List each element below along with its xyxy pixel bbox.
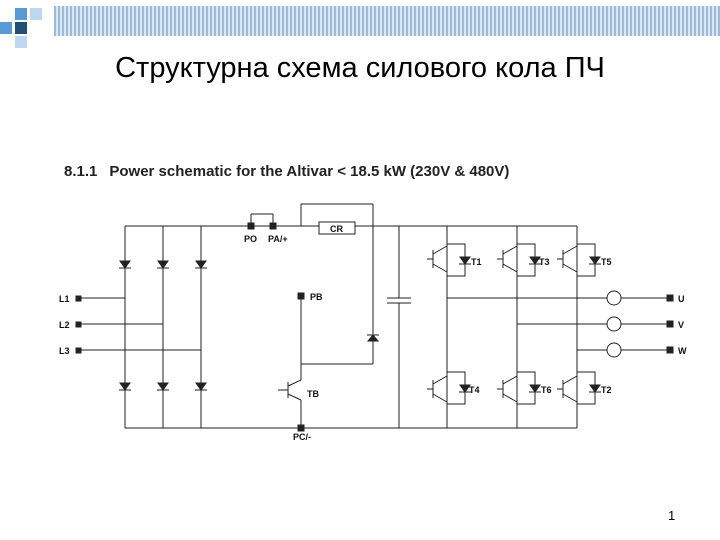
header-stripe-band <box>54 6 720 36</box>
schematic-heading: 8.1.1 Power schematic for the Altivar < 1… <box>64 163 509 180</box>
igbt-icon <box>557 243 601 277</box>
label-T5: T5 <box>601 257 612 267</box>
label-PO: PO <box>244 234 257 244</box>
label-W: W <box>678 346 687 356</box>
corner-square <box>0 22 12 34</box>
label-L2: L2 <box>59 320 70 330</box>
label-U: U <box>678 294 685 304</box>
label-L3: L3 <box>59 346 70 356</box>
diode-icon <box>157 382 169 391</box>
dc-capacitor <box>387 226 411 428</box>
igbt-icon <box>557 371 601 405</box>
diode-icon <box>119 260 131 269</box>
slide-title: Структурна схема силового кола ПЧ <box>115 52 605 84</box>
input-terminals <box>75 295 201 354</box>
charge-relay <box>300 203 374 235</box>
diode-icon <box>195 260 207 269</box>
output-terminals <box>606 290 674 358</box>
corner-square <box>15 8 27 20</box>
brake-circuit <box>278 226 380 432</box>
igbt-icon <box>427 243 471 277</box>
corner-decoration <box>0 8 42 48</box>
label-T4: T4 <box>469 385 480 395</box>
section-number: 8.1.1 <box>64 163 98 180</box>
label-T3: T3 <box>539 257 550 267</box>
label-TB: TB <box>307 389 319 399</box>
igbt-icon <box>427 371 471 405</box>
heading-text: Power schematic for the Altivar < 18.5 k… <box>109 163 510 180</box>
label-PB: PB <box>310 292 323 302</box>
corner-square <box>15 36 27 48</box>
label-CR: CR <box>330 224 343 234</box>
igbt-icon <box>497 371 541 405</box>
label-T1: T1 <box>471 257 482 267</box>
diode-icon <box>119 382 131 391</box>
label-L1: L1 <box>59 294 70 304</box>
diode-icon <box>366 334 380 342</box>
label-PA: PA/+ <box>268 234 288 244</box>
corner-square <box>30 8 42 20</box>
page-number: 1 <box>668 508 676 523</box>
corner-square <box>15 22 27 34</box>
label-T6: T6 <box>541 385 552 395</box>
inverter-bridge <box>427 226 607 428</box>
diode-icon <box>195 382 207 391</box>
label-V: V <box>678 320 684 330</box>
diode-icon <box>157 260 169 269</box>
label-T2: T2 <box>601 385 612 395</box>
igbt-icon <box>497 243 541 277</box>
label-PC: PC/- <box>293 432 311 442</box>
rectifier-bridge <box>119 226 207 428</box>
